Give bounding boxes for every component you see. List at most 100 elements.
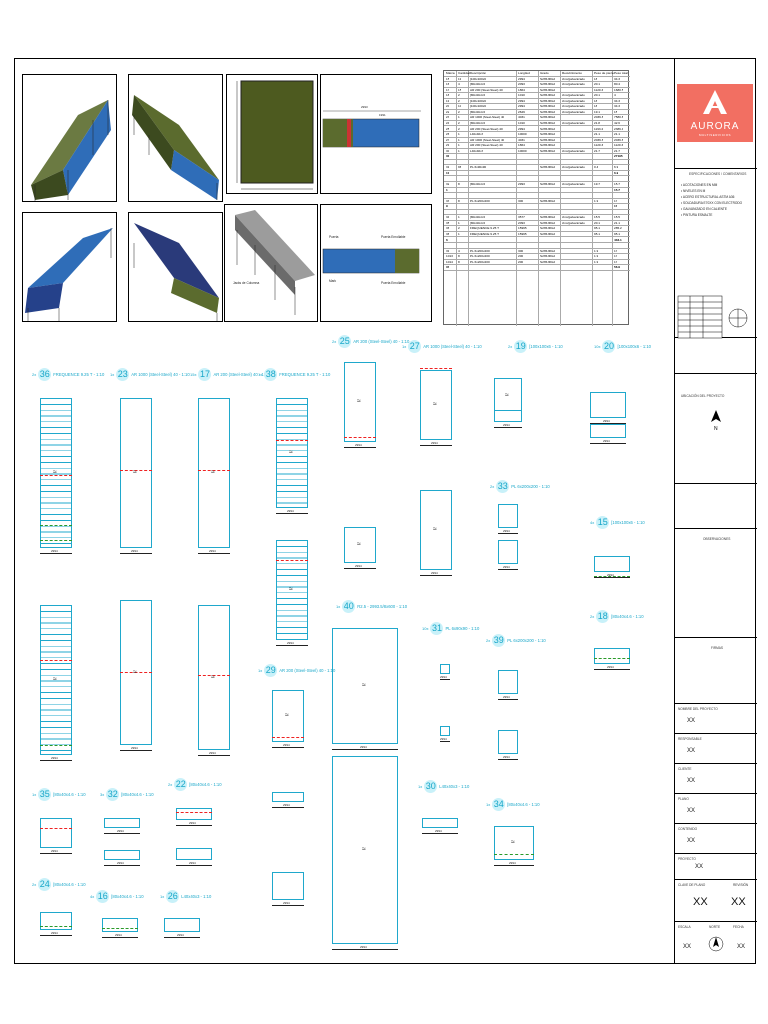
dimension-value: 2994	[607, 573, 614, 577]
detail-label: [80x40x4.6 - 1:10	[121, 792, 154, 797]
detail-part-25[interactable]	[344, 362, 376, 442]
field-client-label: CLIENTE	[678, 767, 692, 771]
detail-part-19[interactable]	[494, 378, 522, 414]
field-content-value[interactable]: XX	[687, 838, 696, 844]
break-symbol: ≈	[511, 839, 515, 846]
detail-part-19[interactable]	[494, 410, 522, 422]
detail-part-22[interactable]	[176, 848, 212, 860]
detail-part-36[interactable]	[40, 605, 72, 755]
field-plan-value[interactable]: XX	[687, 808, 696, 814]
detail-part-39[interactable]	[498, 670, 518, 694]
field-client-value[interactable]: XX	[687, 778, 696, 784]
dimension-line	[176, 825, 212, 826]
detail-part-29[interactable]	[272, 792, 304, 802]
detail-part-16[interactable]	[102, 918, 138, 932]
field-scale-value[interactable]: XX	[683, 944, 692, 950]
detail-part-23[interactable]	[120, 398, 152, 548]
detail-part-20[interactable]	[590, 424, 626, 438]
viewport-iso-2[interactable]	[128, 74, 223, 202]
dimension-value: 2994	[117, 829, 124, 833]
viewport-iso-4[interactable]	[128, 212, 223, 322]
detail-part-38[interactable]	[276, 398, 308, 508]
detail-part-40[interactable]	[332, 756, 398, 944]
detail-part-39[interactable]	[498, 730, 518, 754]
detail-part-29[interactable]	[272, 872, 304, 900]
detail-part-18[interactable]	[594, 648, 630, 664]
detail-part-22[interactable]	[176, 808, 212, 820]
detail-part-20[interactable]	[590, 392, 626, 418]
viewport-iso-5[interactable]: Jacks de Columna	[224, 204, 318, 322]
detail-qty: 2x	[32, 882, 37, 887]
detail-part-31[interactable]	[440, 664, 450, 674]
field-responsible-value[interactable]: XX	[687, 748, 696, 754]
field-project-name-value[interactable]: XX	[687, 718, 696, 724]
field-revision-value[interactable]: XX	[731, 896, 746, 908]
detail-label: [100x100x6 - 1:10	[617, 344, 651, 349]
field-date-value[interactable]: XX	[737, 944, 746, 950]
field-content: CONTENIDO XX	[675, 824, 757, 854]
viewport-iso-1[interactable]	[22, 74, 117, 202]
detail-part-30[interactable]	[422, 818, 458, 828]
detail-part-25[interactable]	[344, 527, 376, 563]
field-plan-key-value[interactable]: XX	[693, 896, 708, 908]
viewport-elevation[interactable]: 2993 1991	[320, 74, 432, 194]
detail-part-35[interactable]	[40, 818, 72, 848]
detail-label: PL 6x200x200 - 1:10	[507, 638, 546, 643]
viewport-plan[interactable]	[226, 74, 318, 194]
viewport-iso-3[interactable]	[22, 212, 117, 322]
detail-part-33[interactable]	[498, 540, 518, 564]
field-project-value[interactable]: XX	[695, 864, 704, 870]
detail-part-38[interactable]	[276, 540, 308, 640]
detail-part-29[interactable]	[272, 690, 304, 742]
weld-line-green	[594, 658, 630, 659]
detail-part-27[interactable]	[420, 490, 452, 570]
detail-part-33[interactable]	[498, 504, 518, 528]
detail-part-32[interactable]	[104, 818, 140, 828]
detail-number-bubble: 22	[174, 778, 188, 791]
detail-part-24[interactable]	[40, 912, 72, 930]
dimension-value: 2994	[117, 861, 124, 865]
detail-part-15[interactable]	[594, 556, 630, 572]
detail-part-26[interactable]	[164, 918, 200, 932]
detail-part-27[interactable]	[420, 370, 452, 440]
detail-part-32[interactable]	[104, 850, 140, 860]
location-heading: UBICACIÓN DEL PROYECTO	[681, 394, 725, 398]
detail-part-17[interactable]	[198, 398, 230, 548]
detail-part-17[interactable]	[198, 605, 230, 750]
detail-part-40[interactable]	[332, 628, 398, 744]
viewport-elevation-2[interactable]: Puerta Mark Puerta Enrollable Puerta Enr…	[320, 204, 432, 322]
detail-part-31[interactable]	[440, 726, 450, 736]
detail-label: AR 200 (Steel-Steel) 40 - 1:10	[213, 372, 270, 377]
detail-part-36[interactable]	[40, 398, 72, 548]
